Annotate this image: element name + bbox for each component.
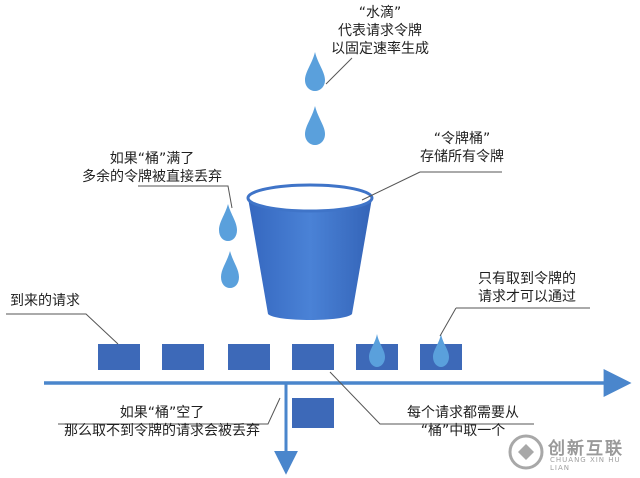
- bucket-full-label-line2: 多余的令牌被直接丢弃: [82, 169, 222, 185]
- passed-requests-label: 只有取到令牌的 请求才可以通过: [462, 270, 592, 306]
- bucket-label: “令牌桶” 存储所有令牌: [402, 130, 522, 166]
- bucket-body: [248, 198, 372, 320]
- water-drop-label: “水滴” 代表请求令牌 以固定速率生成: [320, 4, 440, 58]
- leader-water-drop: [325, 57, 353, 85]
- overflow-drop-upper: [219, 204, 237, 241]
- arriving-requests-label: 到来的请求: [2, 292, 88, 310]
- token-drop-on-request-5: [369, 334, 385, 367]
- falling-drop-top: [305, 52, 325, 91]
- token-bucket: [246, 183, 374, 320]
- discarded-request-box: [292, 398, 334, 428]
- leader-passed: [439, 307, 590, 337]
- water-drop-label-line1: “水滴”: [358, 5, 402, 21]
- passed-requests-label-line1: 只有取到令牌的: [478, 271, 576, 287]
- passed-requests-label-line2: 请求才可以通过: [478, 289, 576, 305]
- bucket-empty-label-line1: 如果“桶”空了: [119, 405, 205, 421]
- bucket-label-line2: 存储所有令牌: [420, 149, 504, 165]
- arriving-requests-label-line1: 到来的请求: [10, 293, 80, 309]
- bucket-empty-label: 如果“桶”空了 那么取不到令牌的请求会被丢弃: [42, 404, 282, 440]
- request-box-2: [162, 344, 204, 370]
- token-drop-on-request-6: [433, 334, 449, 367]
- each-request-label-line2: “桶”中取一个: [420, 423, 506, 439]
- each-request-label-line1: 每个请求都需要从: [407, 405, 519, 421]
- overflow-drop-lower: [221, 251, 239, 288]
- each-request-label: 每个请求都需要从 “桶”中取一个: [388, 404, 538, 440]
- falling-drop-middle: [305, 106, 325, 145]
- bucket-empty-label-line2: 那么取不到令牌的请求会被丢弃: [64, 423, 260, 439]
- bucket-full-label-line1: 如果“桶”满了: [109, 151, 195, 167]
- bucket-rim: [246, 183, 374, 213]
- water-drop-label-line2: 代表请求令牌: [338, 23, 422, 39]
- leader-bucket: [361, 171, 502, 201]
- leader-bucket-empty: [58, 397, 281, 425]
- water-drop-label-line3: 以固定速率生成: [331, 41, 429, 57]
- request-box-4: [292, 344, 334, 370]
- bucket-full-label: 如果“桶”满了 多余的令牌被直接丢弃: [52, 150, 252, 186]
- watermark: 创新互联 CHUANG XIN HU LIAN: [506, 432, 636, 472]
- leader-arriving: [6, 313, 119, 345]
- watermark-name: 创新互联: [548, 439, 624, 459]
- request-box-1: [98, 344, 140, 370]
- watermark-subtitle: CHUANG XIN HU LIAN: [550, 456, 621, 472]
- leader-bucket-full: [138, 185, 233, 209]
- watermark-logo-icon: [508, 434, 544, 470]
- leader-each-request: [329, 371, 534, 425]
- bucket-label-line1: “令牌桶”: [433, 131, 491, 147]
- request-box-3: [228, 344, 270, 370]
